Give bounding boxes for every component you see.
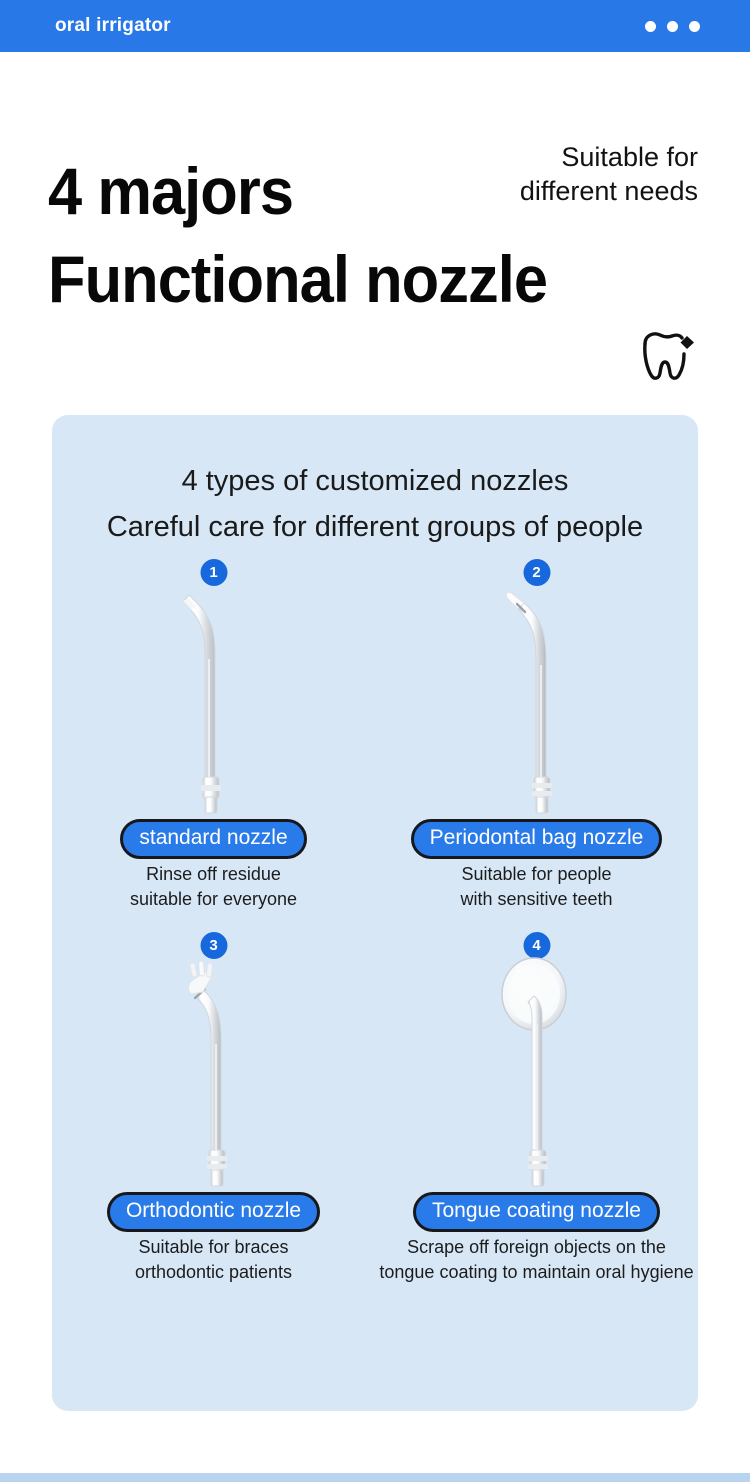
- nozzle-desc-1-line1: Rinse off residue: [146, 864, 281, 884]
- tooth-sparkle-icon: [635, 330, 697, 389]
- nozzle-label-orthodontic[interactable]: Orthodontic nozzle: [106, 1192, 321, 1232]
- nozzle-desc-1: Rinse off residue suitable for everyone: [52, 862, 375, 912]
- nozzle-card: 4 types of customized nozzles Careful ca…: [52, 415, 698, 1411]
- app-bar: oral irrigator: [0, 0, 750, 52]
- footer-strip: [0, 1473, 750, 1482]
- nozzle-desc-2-line1: Suitable for people: [461, 864, 612, 884]
- nozzle-desc-3: Suitable for braces orthodontic patients: [52, 1235, 375, 1285]
- card-heading: 4 types of customized nozzles Careful ca…: [52, 415, 698, 550]
- nozzle-desc-3-line2: orthodontic patients: [134, 1262, 293, 1282]
- nozzle-item-standard[interactable]: 1: [52, 555, 375, 928]
- nozzle-label-wrap-1: standard nozzle: [52, 819, 375, 859]
- nozzle-desc-2: Suitable for people with sensitive teeth: [375, 862, 698, 912]
- dot-1: [645, 21, 656, 32]
- card-heading-line2: Careful care for different groups of peo…: [106, 511, 644, 543]
- nozzle-item-periodontal[interactable]: 2: [375, 555, 698, 928]
- nozzle-desc-2-line2: with sensitive teeth: [460, 889, 613, 909]
- nozzle-desc-4: Scrape off foreign objects on the tongue…: [375, 1235, 698, 1285]
- nozzle-label-periodontal[interactable]: Periodontal bag nozzle: [410, 819, 663, 859]
- nozzle-label-wrap-2: Periodontal bag nozzle: [375, 819, 698, 859]
- hero-section: Suitable for different needs 4 majors Fu…: [0, 52, 750, 415]
- nozzle-label-standard[interactable]: standard nozzle: [120, 819, 307, 859]
- hero-subtitle-line1: Suitable for: [561, 142, 698, 172]
- nozzle-desc-4-line1: Scrape off foreign objects on the: [407, 1237, 666, 1257]
- nozzle-badge-3: 3: [200, 932, 227, 959]
- nozzle-item-orthodontic[interactable]: 3: [52, 928, 375, 1301]
- hero-subtitle: Suitable for different needs: [520, 140, 698, 208]
- page-title: 4 majors Functional nozzle: [48, 147, 548, 323]
- card-heading-line1: 4 types of customized nozzles: [181, 465, 569, 497]
- nozzle-label-tongue-coating[interactable]: Tongue coating nozzle: [413, 1192, 660, 1232]
- nozzle-badge-4: 4: [523, 932, 550, 959]
- nozzle-badge-1: 1: [200, 559, 227, 586]
- nozzle-grid: 1: [52, 555, 698, 1301]
- nozzle-desc-1-line2: suitable for everyone: [129, 889, 298, 909]
- orthodontic-nozzle-art: [139, 952, 289, 1197]
- dot-3: [689, 21, 700, 32]
- hero-title-line1: 4 majors: [48, 154, 294, 228]
- hero-subtitle-line2: different needs: [519, 176, 698, 206]
- nozzle-badge-2: 2: [523, 559, 550, 586]
- hero-title-line2: Functional nozzle: [48, 242, 548, 316]
- nozzle-item-tongue-coating[interactable]: 4: [375, 928, 698, 1301]
- tongue-coating-nozzle-art: [462, 952, 612, 1197]
- nozzle-label-wrap-3: Orthodontic nozzle: [52, 1192, 375, 1232]
- standard-nozzle-art: [139, 579, 289, 824]
- nozzle-desc-4-line2: tongue coating to maintain oral hygiene: [379, 1262, 694, 1282]
- nozzle-desc-3-line1: Suitable for braces: [138, 1237, 289, 1257]
- three-dots-icon[interactable]: [645, 21, 700, 32]
- nozzle-label-wrap-4: Tongue coating nozzle: [375, 1192, 698, 1232]
- periodontal-nozzle-art: [462, 579, 612, 824]
- dot-2: [667, 21, 678, 32]
- app-bar-title: oral irrigator: [55, 15, 171, 36]
